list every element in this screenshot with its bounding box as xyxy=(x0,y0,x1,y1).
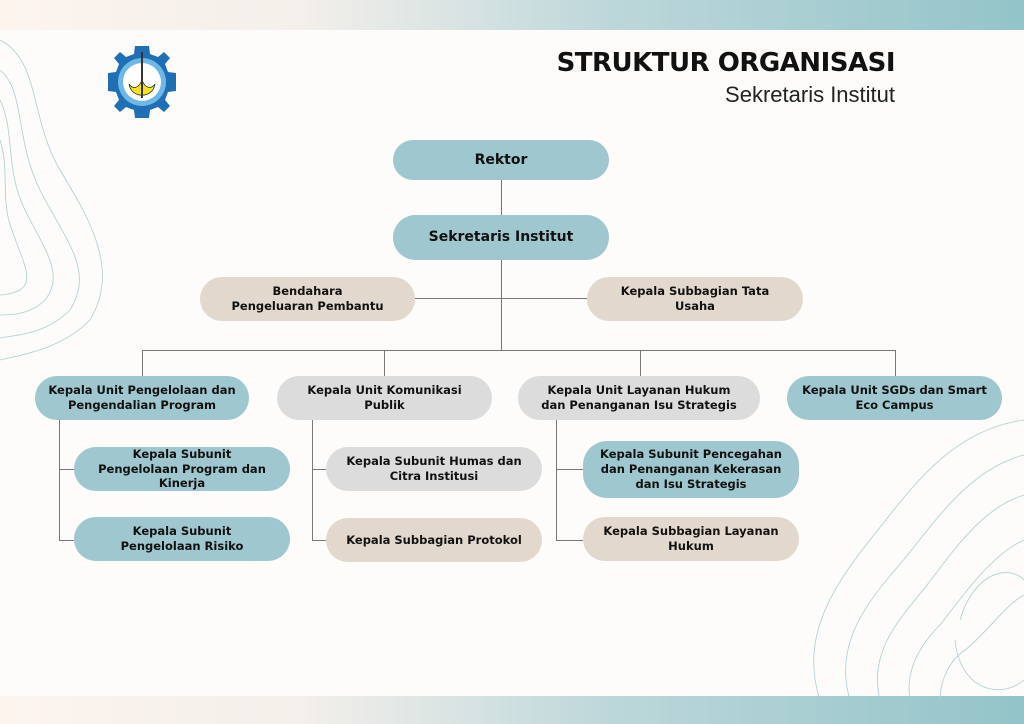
connector-line xyxy=(384,350,385,376)
connector-line xyxy=(501,179,502,350)
page-title: STRUKTUR ORGANISASI xyxy=(556,48,896,78)
node-unit-hukum: Kepala Unit Layanan Hukum dan Penanganan… xyxy=(518,376,760,420)
node-subbagian-hukum: Kepala Subbagian Layanan Hukum xyxy=(583,517,799,561)
node-subunit-humas: Kepala Subunit Humas dan Citra Institusi xyxy=(326,447,542,491)
connector-line xyxy=(556,469,583,470)
connector-line xyxy=(142,350,143,376)
node-unit-sgds: Kepala Unit SGDs dan Smart Eco Campus xyxy=(787,376,1002,420)
node-unit-program: Kepala Unit Pengelolaan dan Pengendalian… xyxy=(35,376,249,420)
node-unit-komunikasi: Kepala Unit Komunikasi Publik xyxy=(277,376,492,420)
connector-line xyxy=(895,350,896,376)
node-subunit-pencegahan: Kepala Subunit Pencegahan dan Penanganan… xyxy=(583,441,799,498)
node-tata-usaha: Kepala Subbagian Tata Usaha xyxy=(587,277,803,321)
connector-line xyxy=(312,420,313,540)
node-bendahara: Bendahara Pengeluaran Pembantu xyxy=(200,277,415,321)
node-sekretaris-institut: Sekretaris Institut xyxy=(393,215,609,260)
connector-line xyxy=(142,350,895,351)
connector-line xyxy=(415,298,587,299)
node-subbagian-protokol: Kepala Subbagian Protokol xyxy=(326,518,542,562)
connector-line xyxy=(312,540,326,541)
bottom-banner xyxy=(0,696,1024,724)
connector-line xyxy=(556,420,557,540)
node-subunit-kinerja: Kepala Subunit Pengelolaan Program dan K… xyxy=(74,447,290,491)
page-subtitle: Sekretaris Institut xyxy=(725,82,895,107)
connector-line xyxy=(640,350,641,376)
top-banner xyxy=(0,0,1024,30)
connector-line xyxy=(59,469,74,470)
node-rektor: Rektor xyxy=(393,140,609,180)
node-subunit-risiko: Kepala Subunit Pengelolaan Risiko xyxy=(74,517,290,561)
connector-line xyxy=(59,540,74,541)
its-logo-icon xyxy=(105,44,179,124)
connector-line xyxy=(556,540,583,541)
connector-line xyxy=(59,420,60,540)
connector-line xyxy=(312,469,326,470)
